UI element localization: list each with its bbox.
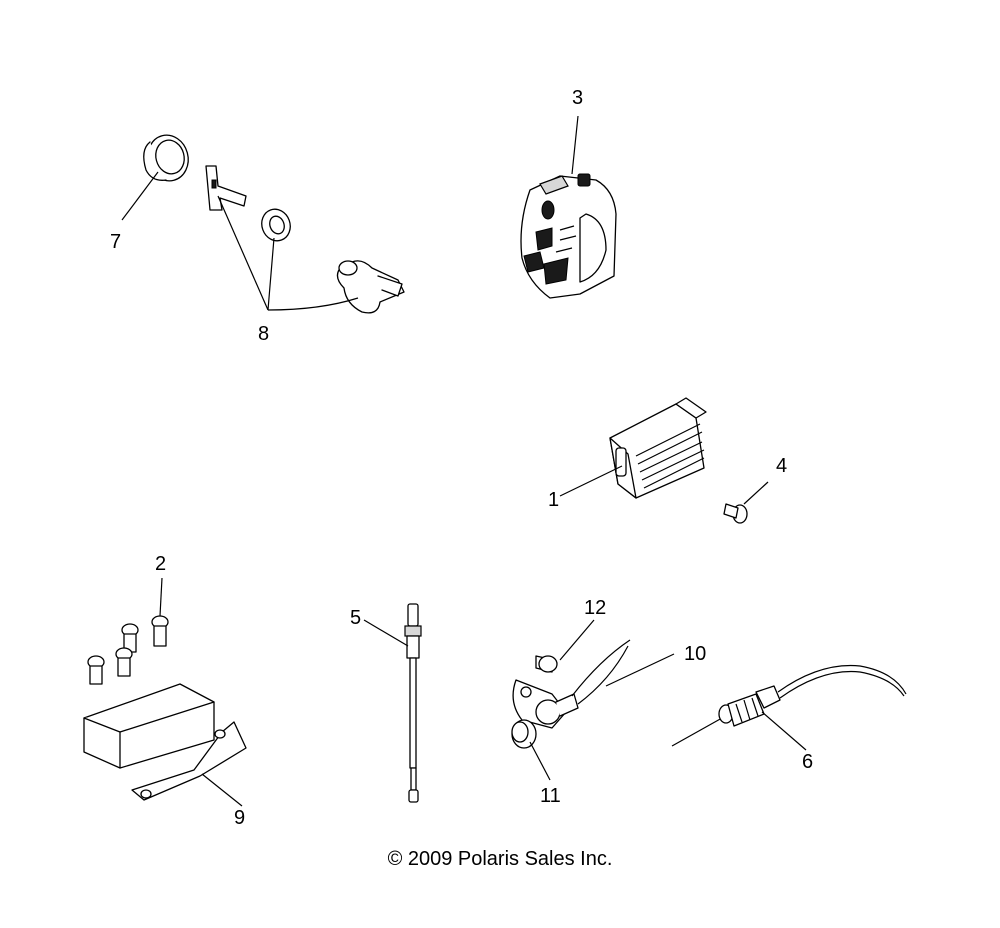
callout-8: 8	[258, 323, 269, 345]
part-12-screw	[535, 655, 558, 673]
callout-6: 6	[802, 751, 813, 773]
part-10-wire	[577, 645, 629, 705]
callout-9: 9	[234, 807, 245, 829]
callout-4: 4	[776, 455, 787, 477]
part-4-screw	[723, 503, 748, 524]
part-5-sensor-probe	[404, 603, 422, 803]
callout-2: 2	[155, 553, 166, 575]
callout-labels: 7 8 3 1 4 2 5 12 10 11 6 9	[110, 87, 813, 829]
leader-lines	[121, 115, 807, 807]
copyright-notice: © 2009 Polaris Sales Inc.	[387, 848, 613, 870]
callout-11: 11	[540, 785, 561, 807]
part-2-screws	[87, 615, 169, 685]
part-11-sensor	[511, 639, 631, 749]
part-1-regulator	[609, 397, 707, 499]
part-8-switch-kit	[205, 165, 405, 314]
part-6-temp-sensor	[671, 664, 907, 747]
callout-12: 12	[584, 597, 606, 619]
part-9-module-box	[83, 683, 247, 801]
callout-7: 7	[110, 231, 121, 253]
callout-1: 1	[548, 489, 559, 511]
part-3-switch-housing	[520, 173, 617, 299]
callout-3: 3	[572, 87, 583, 109]
callout-5: 5	[350, 607, 361, 629]
callout-10: 10	[684, 643, 706, 665]
part-7-cap	[143, 134, 189, 182]
